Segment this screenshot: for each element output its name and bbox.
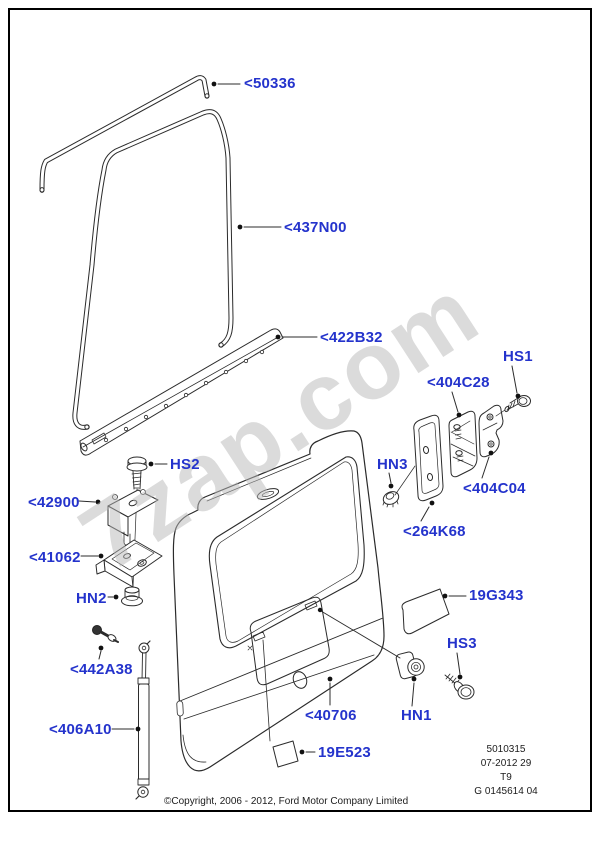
doc-date-line: 07-2012 29 bbox=[480, 758, 532, 769]
part-drawing-gas-strut bbox=[136, 641, 150, 799]
part-label-406A10: <406A10 bbox=[49, 721, 112, 738]
part-label-HN3: HN3 bbox=[377, 456, 408, 473]
part-drawing-bumper-hn1 bbox=[395, 651, 424, 679]
part-label-404C04: <404C04 bbox=[463, 480, 526, 497]
copyright-notice: ©Copyright, 2006 - 2012, Ford Motor Comp… bbox=[164, 796, 409, 807]
part-drawing-mount-plate bbox=[96, 540, 162, 587]
part-drawing-upper-seal-strip bbox=[40, 78, 209, 193]
part-label-40706: <40706 bbox=[305, 707, 357, 724]
part-drawing-bolt-hs3 bbox=[445, 674, 474, 699]
document-number-block: 5010315 07-2012 29 T9 G 0145614 04 bbox=[450, 743, 562, 799]
part-drawing-weatherstrip bbox=[75, 112, 231, 430]
diagram-border-frame bbox=[8, 8, 592, 812]
part-drawing-nut-hn2 bbox=[122, 587, 143, 606]
part-label-HS3: HS3 bbox=[447, 635, 477, 652]
part-drawing-label-sticker-19g343 bbox=[402, 589, 449, 634]
part-drawing-sill-bar bbox=[80, 329, 283, 455]
part-label-50336: <50336 bbox=[244, 75, 296, 92]
part-drawing-label-sticker-19e523 bbox=[263, 640, 298, 767]
part-label-19G343: 19G343 bbox=[469, 587, 524, 604]
part-label-HN2: HN2 bbox=[76, 590, 107, 607]
doc-number-line: 5010315 bbox=[486, 744, 526, 755]
part-label-HN1: HN1 bbox=[401, 707, 432, 724]
part-drawing-hinge-bracket bbox=[108, 490, 158, 546]
part-drawing-ball-stud bbox=[93, 626, 119, 643]
part-label-264K68: <264K68 bbox=[403, 523, 466, 540]
part-drawing-screw-hs2 bbox=[127, 457, 147, 489]
doc-code-line: T9 bbox=[500, 772, 512, 783]
hn1-position-line bbox=[317, 607, 400, 658]
part-drawing-door-panel bbox=[173, 431, 384, 771]
doc-drawing-line: G 0145614 04 bbox=[474, 786, 538, 797]
leader-lines bbox=[79, 81, 521, 755]
part-drawing-screw-hs1 bbox=[496, 396, 531, 417]
hn3-plate-line bbox=[395, 466, 415, 495]
part-label-437N00: <437N00 bbox=[284, 219, 347, 236]
part-label-42900: <42900 bbox=[28, 494, 80, 511]
part-label-HS1: HS1 bbox=[503, 348, 533, 365]
part-label-19E523: 19E523 bbox=[318, 744, 371, 761]
part-drawing-latch-bracket bbox=[479, 405, 503, 457]
part-drawing-latch-striker bbox=[449, 411, 477, 477]
part-drawing-striker-plate bbox=[414, 415, 443, 501]
part-label-41062: <41062 bbox=[29, 549, 81, 566]
part-label-HS2: HS2 bbox=[170, 456, 200, 473]
part-label-422B32: <422B32 bbox=[320, 329, 383, 346]
part-drawing-nut-hn3 bbox=[381, 489, 401, 507]
part-label-404C28: <404C28 bbox=[427, 374, 490, 391]
part-label-442A38: <442A38 bbox=[70, 661, 133, 678]
